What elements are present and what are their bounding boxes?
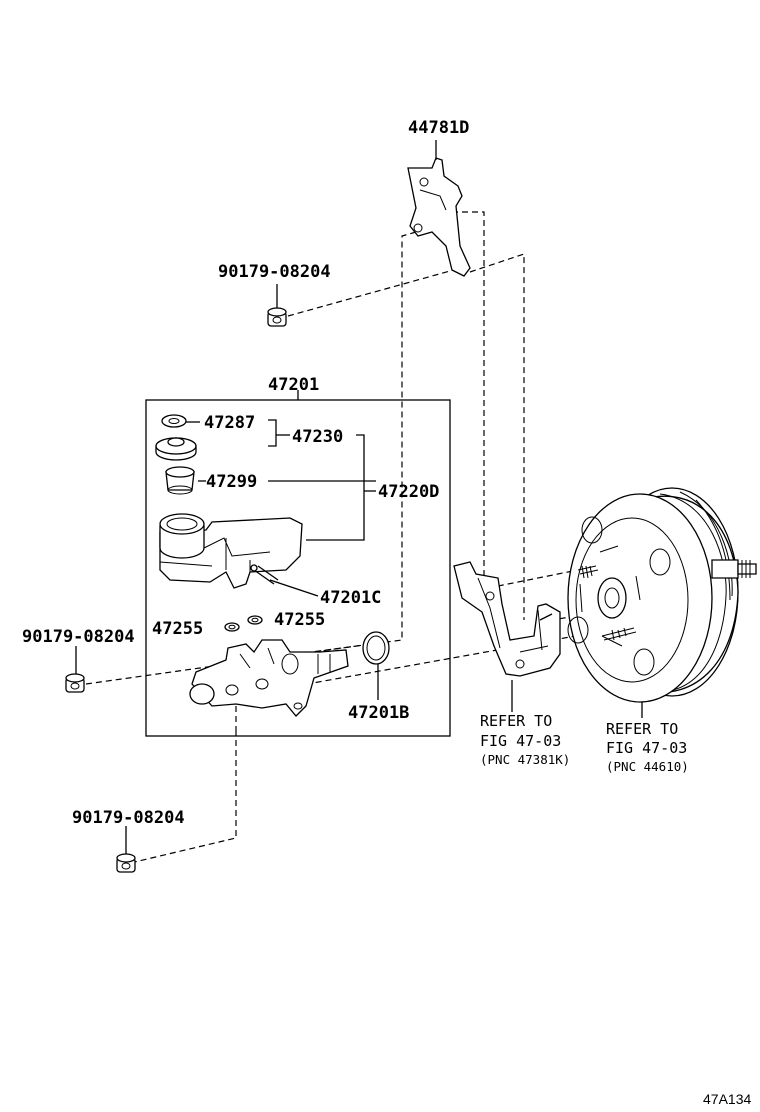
label-47299: 47299 [206, 472, 257, 492]
ref1-line1[interactable]: REFER TO [480, 712, 552, 730]
label-44781d: 44781D [408, 118, 469, 138]
strainer-47299[interactable] [165, 466, 195, 495]
label-90179-bottom: 90179-08204 [72, 808, 185, 828]
leader-lines [75, 419, 643, 856]
ref1-line2[interactable]: FIG 47-03 [480, 732, 561, 750]
label-90179-top: 90179-08204 [218, 262, 331, 282]
ref1-line3: (PNC 47381K) [480, 752, 570, 767]
o-ring-47201b[interactable] [362, 631, 390, 665]
cap-47230[interactable] [155, 437, 197, 461]
grommet-47255-left[interactable] [224, 622, 240, 632]
figure-id: 47A134 [703, 1091, 751, 1107]
label-90179-middle: 90179-08204 [22, 627, 135, 647]
label-47255-right: 47255 [274, 610, 325, 630]
nut-middle[interactable] [65, 673, 85, 693]
master-cylinder[interactable] [189, 639, 349, 717]
brake-booster[interactable] [567, 487, 757, 703]
label-47230: 47230 [292, 427, 343, 447]
ref2-line3: (PNC 44610) [606, 759, 689, 774]
label-47287: 47287 [204, 413, 255, 433]
label-47201: 47201 [268, 375, 319, 395]
gasket-47287[interactable] [161, 414, 187, 428]
label-47201c: 47201C [320, 588, 381, 608]
nut-top[interactable] [267, 307, 287, 327]
label-47201b: 47201B [348, 703, 409, 723]
grommet-47255-right[interactable] [247, 615, 263, 625]
label-47255-left: 47255 [152, 619, 203, 639]
reservoir-47220d[interactable] [159, 513, 303, 589]
bracket-44781d[interactable] [407, 157, 471, 277]
ref2-line1[interactable]: REFER TO [606, 720, 678, 738]
nut-bottom[interactable] [116, 853, 136, 873]
booster-bracket[interactable] [453, 561, 561, 677]
pin-47201c[interactable] [250, 564, 279, 585]
label-47220d: 47220D [378, 482, 439, 502]
ref2-line2[interactable]: FIG 47-03 [606, 739, 687, 757]
